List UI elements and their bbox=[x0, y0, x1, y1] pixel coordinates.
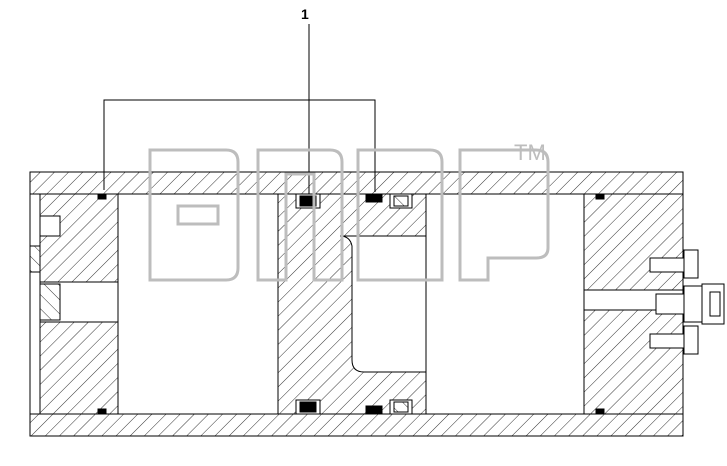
left-end-cap bbox=[29, 193, 119, 415]
watermark-logo bbox=[148, 148, 550, 282]
piston bbox=[277, 193, 427, 415]
right-fittings bbox=[649, 249, 725, 355]
tube-wall-bottom bbox=[29, 413, 684, 437]
end-cap-seals bbox=[97, 193, 605, 415]
callout-bracket bbox=[103, 24, 376, 197]
piston-seals bbox=[295, 193, 413, 415]
callout-label: 1 bbox=[301, 6, 309, 22]
trademark-mark: TM bbox=[514, 140, 546, 165]
